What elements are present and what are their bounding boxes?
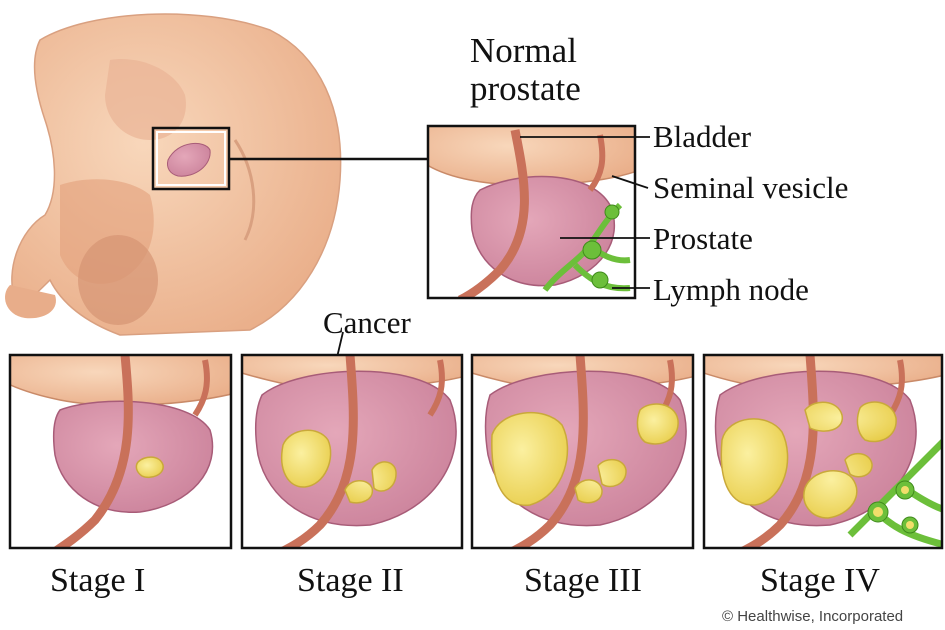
stage-2-panel bbox=[240, 353, 464, 550]
title-line-2: prostate bbox=[470, 69, 581, 108]
title-line-1: Normal bbox=[470, 31, 577, 70]
label-bladder: Bladder bbox=[653, 119, 752, 154]
stage-1-label: Stage I bbox=[50, 562, 146, 599]
stage-2-label: Stage II bbox=[297, 562, 404, 599]
tumor-stage-2-main bbox=[281, 429, 332, 488]
lymph-node-metastasis bbox=[873, 507, 883, 517]
label-cancer: Cancer bbox=[323, 305, 411, 340]
bladder-shape bbox=[428, 126, 635, 186]
zoom-source-box bbox=[151, 126, 428, 191]
diagram-title: Normal prostate bbox=[470, 32, 581, 108]
stage-4-panel bbox=[702, 353, 944, 550]
urethra-shape bbox=[457, 129, 529, 298]
stage-3-label: Stage III bbox=[524, 562, 643, 599]
label-seminal-vesicle: Seminal vesicle bbox=[653, 170, 849, 205]
copyright-notice: © Healthwise, Incorporated bbox=[722, 608, 904, 625]
stage-3-panel bbox=[470, 353, 695, 550]
tumor-stage-4-main bbox=[720, 418, 789, 506]
stage-1-panel bbox=[8, 353, 233, 550]
stage-panels bbox=[8, 353, 944, 550]
normal-prostate-inset bbox=[426, 124, 637, 300]
tumor-stage-1 bbox=[135, 456, 164, 479]
label-lymph-node: Lymph node bbox=[653, 272, 809, 307]
body-silhouette bbox=[5, 13, 342, 336]
tumor-stage-3-main bbox=[491, 411, 569, 506]
stage-4-label: Stage IV bbox=[760, 562, 880, 599]
label-prostate: Prostate bbox=[653, 221, 753, 256]
